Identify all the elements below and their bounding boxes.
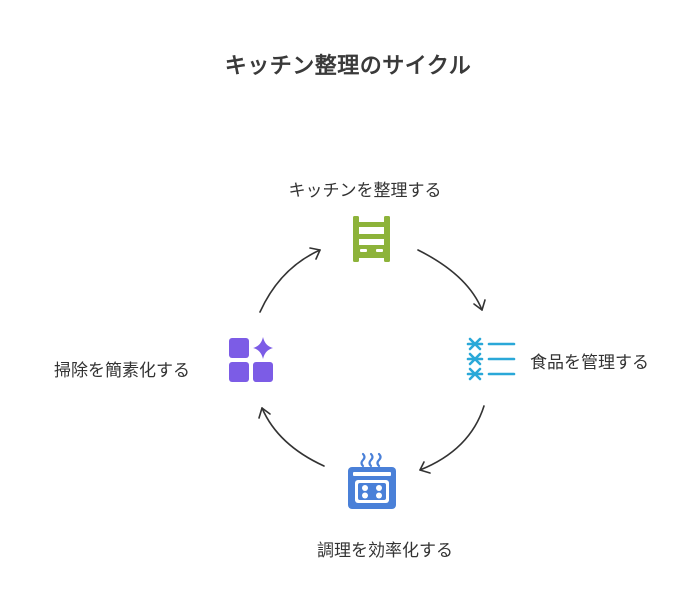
step-label-organize: キッチンを整理する xyxy=(288,181,442,201)
step-label-cooking: 調理を効率化する xyxy=(317,541,453,561)
shelf-icon xyxy=(353,216,390,262)
step-label-cleaning: 掃除を簡素化する xyxy=(54,361,190,381)
checklist-icon xyxy=(466,337,516,381)
arrow-right-to-bottom xyxy=(419,405,485,474)
arrow-top-to-right xyxy=(417,249,486,311)
oven-icon xyxy=(348,452,396,509)
arrow-left-to-top xyxy=(259,247,321,313)
step-label-food: 食品を管理する xyxy=(530,353,649,373)
arrow-bottom-to-left xyxy=(258,407,325,467)
diagram-title: キッチン整理のサイクル xyxy=(224,54,472,79)
grid-sparkle-icon xyxy=(229,337,273,382)
